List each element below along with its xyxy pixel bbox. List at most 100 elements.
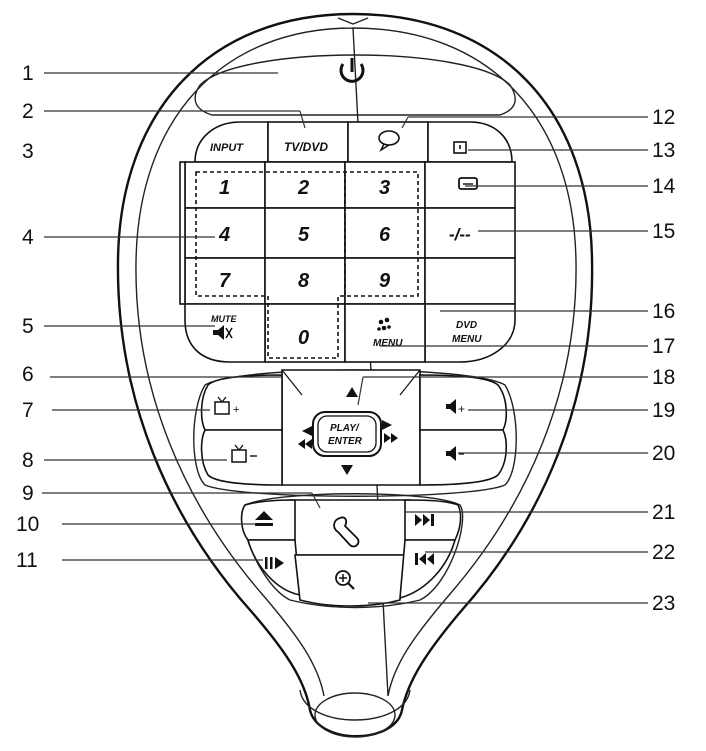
svg-text:9: 9	[379, 270, 391, 292]
svg-text:3: 3	[379, 177, 390, 199]
digit-3[interactable]: 3	[379, 177, 390, 199]
digit-0[interactable]: 0	[298, 327, 309, 349]
callout-23: 23	[652, 592, 675, 615]
play-pause-icon	[265, 557, 284, 569]
previous-button[interactable]	[399, 539, 457, 600]
mute-button[interactable]: MUTE	[184, 303, 266, 363]
callout-6: 6	[22, 363, 34, 386]
digit-4[interactable]: 4	[218, 224, 230, 246]
svg-text:7: 7	[219, 270, 231, 292]
rewind-icon	[298, 439, 312, 449]
svg-text:1: 1	[219, 177, 230, 199]
left-blank-button[interactable]	[179, 161, 186, 305]
digit-5[interactable]: 5	[298, 224, 310, 246]
callout-10: 10	[16, 513, 39, 536]
svg-text:5: 5	[298, 224, 310, 246]
next-icon	[415, 514, 434, 526]
input-label: INPUT	[210, 142, 244, 154]
magnifier-plus-icon	[335, 570, 355, 590]
mute-label: MUTE	[211, 314, 237, 324]
svg-text:4: 4	[218, 224, 230, 246]
screen-icon	[458, 177, 478, 190]
callout-16: 16	[652, 300, 675, 323]
digit-8[interactable]: 8	[298, 270, 310, 292]
right-blank-button[interactable]	[424, 257, 516, 305]
eject-icon	[255, 511, 273, 526]
right-arrow-button[interactable]	[382, 420, 392, 430]
enter-label: ENTER	[328, 436, 363, 447]
bottom-cluster	[242, 493, 464, 609]
dash-dash-button[interactable]: -/--	[424, 207, 516, 259]
wrench-icon	[333, 516, 360, 548]
play-enter-button[interactable]: PLAY/ ENTER	[312, 411, 382, 457]
callout-15: 15	[652, 220, 675, 243]
menu-label: MENU	[373, 338, 403, 349]
callout-4: 4	[22, 226, 34, 249]
menu-button[interactable]: MENU	[344, 303, 426, 363]
digit-9[interactable]: 9	[379, 270, 391, 292]
up-arrow-button[interactable]	[346, 387, 358, 397]
tv-dvd-label: TV/DVD	[284, 140, 328, 154]
digit-7[interactable]: 7	[219, 270, 231, 292]
speech-bubble-icon	[378, 130, 400, 152]
menu-icon	[377, 317, 391, 331]
callout-19: 19	[652, 399, 675, 422]
volume-down-icon	[446, 446, 464, 461]
dvd-menu-button[interactable]: DVD MENU	[424, 303, 516, 363]
play-label: PLAY/	[330, 423, 360, 434]
left-arrow-button[interactable]	[302, 426, 312, 436]
square-icon	[453, 141, 467, 154]
callout-12: 12	[652, 106, 675, 129]
power-area	[194, 54, 516, 116]
callout-14: 14	[652, 175, 676, 198]
previous-icon	[415, 553, 434, 565]
input-button[interactable]: INPUT	[194, 121, 269, 163]
svg-text:+: +	[458, 402, 465, 416]
next-button[interactable]	[404, 499, 462, 541]
volume-up-icon: +	[446, 399, 465, 416]
svg-text:+: +	[233, 404, 239, 416]
screen-button[interactable]	[424, 161, 516, 209]
callout-5: 5	[22, 315, 34, 338]
volume-down-button[interactable]	[419, 429, 508, 486]
dvd-menu-label: MENU	[452, 334, 482, 345]
number-pad	[184, 161, 426, 363]
dvd-label: DVD	[456, 320, 477, 331]
channel-down-button[interactable]	[200, 429, 283, 486]
power-icon[interactable]	[339, 58, 365, 83]
callout-8: 8	[22, 449, 34, 472]
dash-dash-label: -/--	[449, 225, 471, 244]
digit-6[interactable]: 6	[379, 224, 391, 246]
callout-11: 11	[16, 549, 38, 572]
down-arrow-button[interactable]	[341, 465, 353, 475]
callout-13: 13	[652, 139, 675, 162]
svg-text:0: 0	[298, 327, 309, 349]
callout-18: 18	[652, 366, 675, 389]
callout-17: 17	[652, 335, 675, 358]
digit-2[interactable]: 2	[297, 177, 309, 199]
volume-up-button[interactable]: +	[419, 374, 508, 431]
digit-1[interactable]: 1	[219, 177, 230, 199]
fast-forward-icon	[384, 433, 398, 443]
tv-dvd-button[interactable]: TV/DVD	[267, 121, 349, 163]
callout-9: 9	[22, 482, 34, 505]
zoom-button[interactable]	[294, 554, 406, 607]
callout-2: 2	[22, 100, 34, 123]
tv-channel-up-icon: +	[214, 396, 239, 416]
tv-channel-down-icon	[231, 444, 257, 463]
callout-3: 3	[22, 140, 34, 163]
callout-20: 20	[652, 442, 675, 465]
callout-7: 7	[22, 399, 34, 422]
speaker-mute-icon	[213, 325, 233, 340]
eject-button[interactable]	[240, 499, 296, 541]
callout-21: 21	[652, 501, 675, 524]
subtitle-button[interactable]	[347, 121, 429, 163]
display-button[interactable]	[427, 121, 513, 163]
leader-lines	[42, 72, 648, 604]
svg-text:2: 2	[297, 177, 309, 199]
svg-text:8: 8	[298, 270, 310, 292]
callout-22: 22	[652, 541, 675, 564]
setup-button[interactable]	[289, 499, 411, 556]
channel-up-button[interactable]: +	[200, 374, 283, 431]
